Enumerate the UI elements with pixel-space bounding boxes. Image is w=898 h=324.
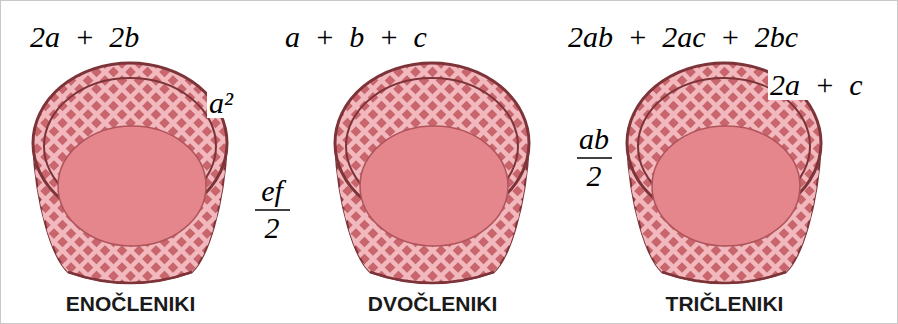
math-expression: 2a + c (768, 70, 865, 100)
basket-drawing (330, 58, 535, 290)
basket: DVOČLENIKI (330, 58, 535, 316)
weave-strand (330, 58, 535, 290)
math-expression: 2 (263, 213, 282, 243)
weave-strand (330, 58, 336, 290)
basket-weave (622, 58, 827, 290)
math-expression: a² (207, 88, 235, 118)
basket-label: DVOČLENIKI (330, 292, 535, 316)
math-expression: ef (259, 176, 285, 206)
weave-strand (622, 58, 628, 290)
weave-strand (512, 58, 535, 290)
basket-weave (330, 58, 535, 290)
weave-strand (330, 58, 535, 290)
weave-strand (634, 58, 827, 290)
weave-strand (512, 58, 535, 290)
basket-floor (58, 126, 206, 246)
basket-weave (28, 58, 233, 290)
basket-drawing (28, 58, 233, 290)
weave-strand (634, 58, 827, 290)
weave-strand (28, 58, 34, 290)
basket: ENOČLENIKI (28, 58, 233, 316)
basket-floor (360, 126, 508, 246)
basket-label: ENOČLENIKI (28, 292, 233, 316)
basket-base (68, 272, 192, 283)
weave-strand (28, 58, 34, 290)
basket-floor (652, 126, 800, 246)
math-expression: a + b + c (283, 22, 429, 52)
fraction-bar (577, 157, 612, 159)
basket-base (662, 272, 786, 283)
math-expression: 2a + 2b (28, 22, 141, 52)
weave-strand (622, 58, 628, 290)
weave-strand (529, 58, 535, 290)
weave-strand (529, 58, 535, 290)
basket-label: TRIČLENIKI (622, 292, 827, 316)
fraction-bar (255, 209, 290, 211)
basket-base (370, 272, 494, 283)
math-expression: ab (577, 124, 611, 154)
math-expression: 2 (585, 161, 604, 191)
weave-strand (28, 58, 233, 290)
weave-strand (28, 58, 233, 290)
math-expression: 2ab + 2ac + 2bc (566, 22, 800, 52)
weave-strand (330, 58, 336, 290)
